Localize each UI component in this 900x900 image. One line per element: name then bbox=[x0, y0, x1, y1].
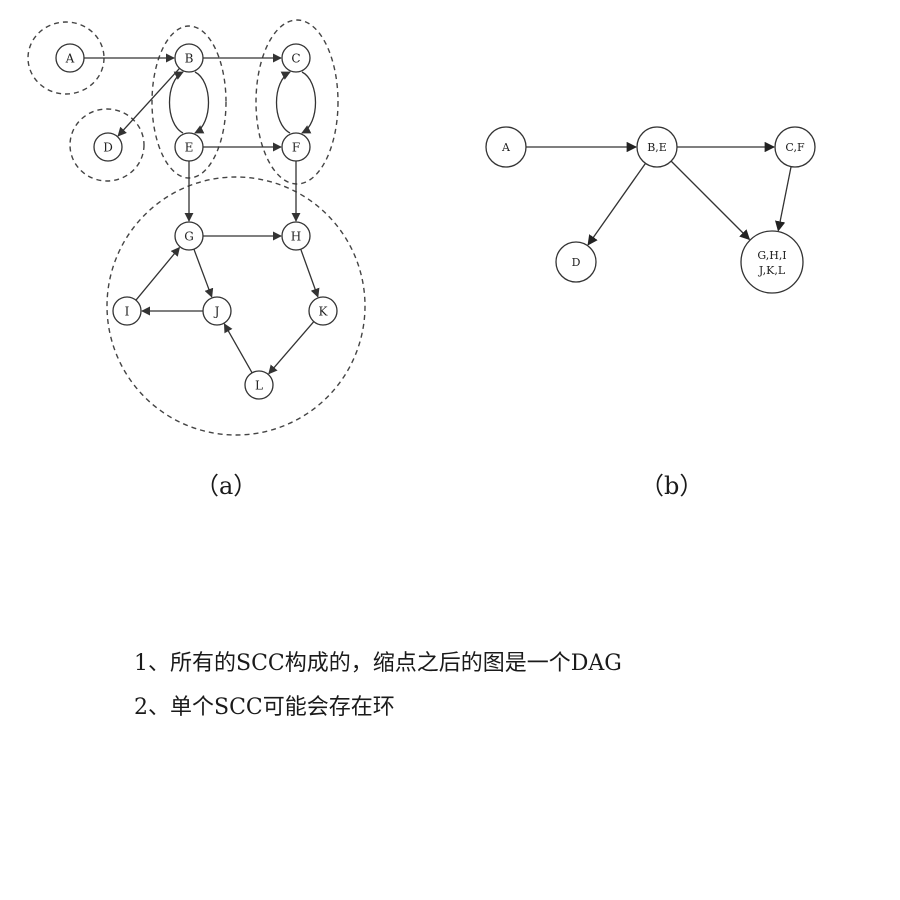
node-circle bbox=[55, 43, 85, 73]
node-label: K bbox=[319, 305, 329, 319]
scc-outline-d bbox=[69, 108, 145, 182]
node-circle bbox=[174, 221, 204, 251]
edge-k-l bbox=[268, 321, 315, 375]
node-l: L bbox=[244, 370, 274, 400]
edge-be-ghijkl bbox=[670, 160, 751, 241]
node-label: B,E bbox=[647, 141, 667, 154]
graph-a: A B C D E F G H I J K L bbox=[27, 19, 366, 436]
node-circle bbox=[308, 296, 338, 326]
node-label: E bbox=[185, 141, 194, 155]
node-circle bbox=[281, 221, 311, 251]
node-label: H bbox=[291, 230, 301, 244]
node-label: A bbox=[501, 141, 511, 154]
edge-g-j bbox=[193, 248, 214, 298]
node-circle bbox=[774, 126, 816, 168]
node-circle bbox=[281, 43, 311, 73]
edge-f-c bbox=[275, 71, 291, 134]
node-j: J bbox=[202, 296, 232, 326]
edge-cf-ghijkl bbox=[775, 166, 792, 232]
edge-c-f bbox=[301, 71, 317, 134]
graph-b: A B,E C,F D G,H,I J,K,L bbox=[485, 126, 816, 294]
node-circle bbox=[485, 126, 527, 168]
edge-e-b bbox=[168, 71, 184, 134]
node-circle bbox=[636, 126, 678, 168]
node-label: C,F bbox=[785, 141, 805, 154]
node-label: L bbox=[255, 379, 263, 393]
node-label-line-1: G,H,I bbox=[757, 249, 786, 262]
node-h: H bbox=[281, 221, 311, 251]
node-circle bbox=[112, 296, 142, 326]
node-label-line-2: J,K,L bbox=[758, 264, 786, 277]
node-label: C bbox=[291, 52, 300, 66]
edge-l-j bbox=[223, 323, 253, 374]
node-e: E bbox=[174, 132, 204, 162]
node-circle bbox=[281, 132, 311, 162]
node-a: A bbox=[485, 126, 527, 168]
node-circle bbox=[174, 132, 204, 162]
node-circle bbox=[93, 132, 123, 162]
node-g: G bbox=[174, 221, 204, 251]
caption-a: （a） bbox=[195, 472, 258, 500]
node-d: D bbox=[555, 241, 597, 283]
node-i: I bbox=[112, 296, 142, 326]
node-label: G bbox=[184, 230, 194, 244]
edge-i-g bbox=[135, 246, 181, 301]
caption-b: （b） bbox=[640, 472, 704, 500]
node-circle bbox=[555, 241, 597, 283]
node-b: B bbox=[174, 43, 204, 73]
node-label: F bbox=[292, 141, 300, 155]
scc-outline-cf bbox=[255, 19, 339, 185]
node-k: K bbox=[308, 296, 338, 326]
edge-b-d bbox=[117, 67, 181, 137]
node-be: B,E bbox=[636, 126, 678, 168]
node-circle bbox=[244, 370, 274, 400]
node-c: C bbox=[281, 43, 311, 73]
node-f: F bbox=[281, 132, 311, 162]
edge-h-k bbox=[300, 248, 320, 298]
node-d: D bbox=[93, 132, 123, 162]
node-label: D bbox=[103, 141, 113, 155]
node-circle bbox=[740, 230, 804, 294]
node-cf: C,F bbox=[774, 126, 816, 168]
scc-outline-ghijkl bbox=[106, 176, 366, 436]
node-circle bbox=[174, 43, 204, 73]
node-a: A bbox=[55, 43, 85, 73]
note-2: 2、单个SCC可能会存在环 bbox=[134, 695, 395, 720]
node-circle bbox=[202, 296, 232, 326]
note-1: 1、所有的SCC构成的，缩点之后的图是一个DAG bbox=[134, 651, 622, 676]
node-label: A bbox=[65, 52, 75, 66]
edge-be-d bbox=[587, 162, 647, 246]
node-label: D bbox=[572, 256, 581, 269]
edge-b-e bbox=[194, 71, 210, 134]
node-label: J bbox=[213, 305, 220, 319]
node-label: B bbox=[185, 52, 194, 66]
node-ghijkl: G,H,I J,K,L bbox=[740, 230, 804, 294]
node-label: I bbox=[125, 305, 130, 319]
